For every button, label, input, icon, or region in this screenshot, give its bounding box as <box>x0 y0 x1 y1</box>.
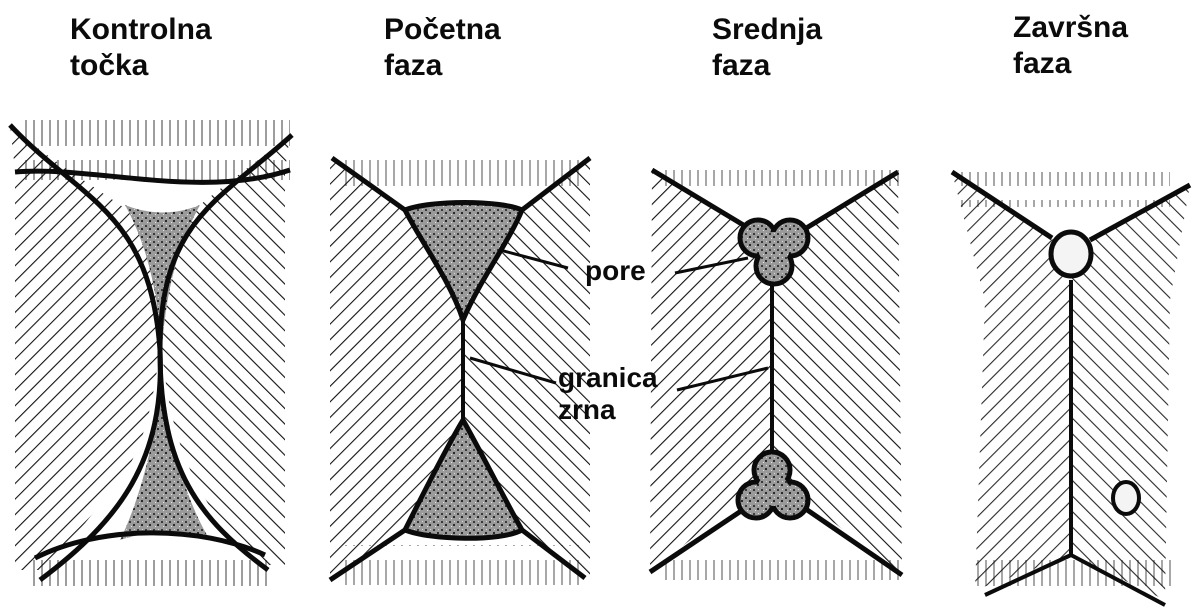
stage-middle-drawing <box>650 170 902 580</box>
final-boundary-pore <box>1051 232 1091 276</box>
stage-final-drawing <box>952 172 1190 605</box>
initial-top-texture <box>340 150 580 190</box>
grain-boundary-label: granica zrna <box>558 362 658 426</box>
middle-bottom-texture <box>660 550 900 580</box>
final-isolated-pore <box>1113 482 1139 514</box>
stage-initial-drawing <box>330 150 590 585</box>
grain-boundary-label-line1: granica <box>558 362 658 394</box>
final-left-grain <box>952 172 1072 590</box>
pores-label: pore <box>585 255 646 287</box>
control-bottom-texture <box>30 560 270 590</box>
grain-boundary-label-line2: zrna <box>558 394 658 426</box>
stage-control-drawing <box>10 120 292 590</box>
